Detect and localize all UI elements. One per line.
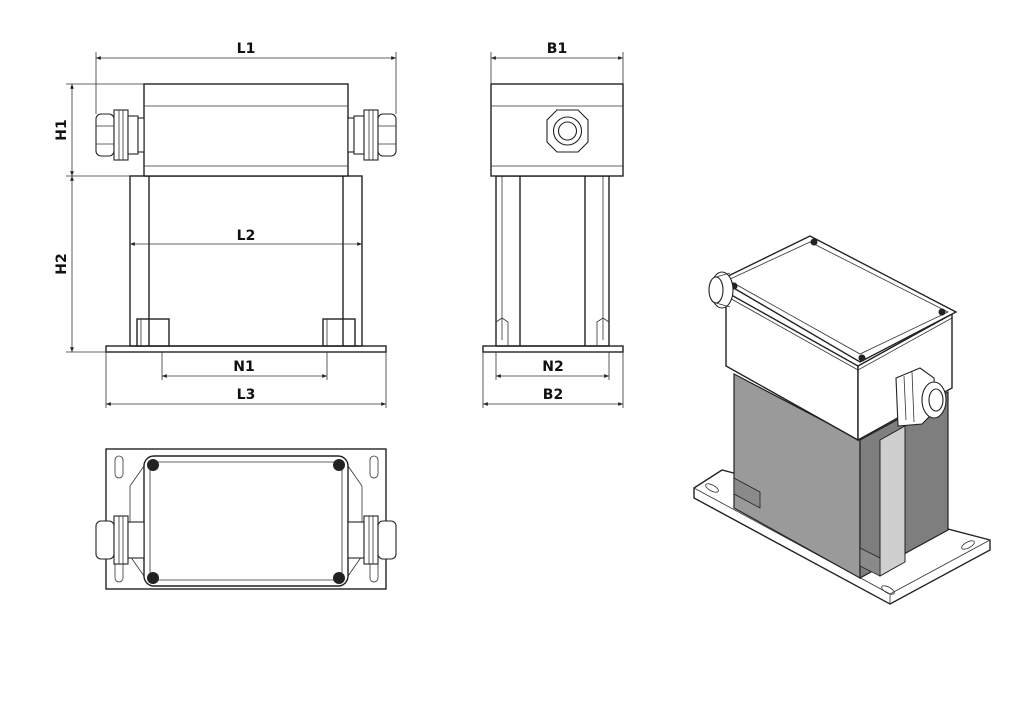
iso-cable-gland-right (895, 367, 947, 427)
dimension-label-b1: B1 (547, 41, 567, 57)
top-bolt-bottom-right (333, 572, 345, 584)
dimension-b1: B1 (490, 41, 624, 84)
dimension-l2: L2 (130, 228, 362, 246)
isometric-view (693, 235, 991, 605)
iso-bolt-2 (810, 238, 818, 246)
dimension-label-n2: N2 (542, 359, 563, 375)
top-bolt-top-left (147, 459, 159, 471)
dimension-h2: H2 (54, 176, 106, 353)
iso-transformer-core (733, 373, 949, 580)
side-view: B1 N2 B2 (482, 41, 624, 408)
top-cable-gland-left (95, 515, 145, 565)
side-cable-gland (546, 109, 589, 153)
iso-bolt-4 (858, 354, 866, 362)
dimension-l3: L3 (105, 352, 387, 408)
dimension-label-l1: L1 (237, 41, 256, 57)
front-foot-left (136, 318, 170, 347)
dimension-l1: L1 (95, 41, 397, 114)
front-foot-right (322, 318, 356, 347)
top-cable-gland-right (347, 515, 397, 565)
side-base-plate (482, 345, 624, 353)
iso-bolt-3 (938, 308, 946, 316)
front-cable-gland-left (95, 109, 145, 161)
dimension-n1: N1 (161, 352, 328, 380)
dimension-label-b2: B2 (543, 387, 563, 403)
dimension-n2: N2 (495, 352, 610, 380)
dimension-label-l3: L3 (237, 387, 256, 403)
iso-cable-gland-left (708, 271, 734, 309)
top-view (95, 448, 397, 590)
front-core-legs (129, 175, 363, 347)
top-bolt-top-right (333, 459, 345, 471)
dimension-label-l2: L2 (237, 228, 256, 244)
dimension-label-n1: N1 (233, 359, 254, 375)
front-base-plate (105, 345, 387, 353)
front-junction-box (143, 83, 349, 177)
dimension-label-h2: H2 (54, 253, 70, 274)
side-core-legs (495, 175, 610, 347)
dimension-b2: B2 (482, 352, 624, 408)
front-view: L1 L2 N1 L3 H1 (54, 41, 397, 408)
top-bolt-bottom-left (147, 572, 159, 584)
dimension-label-h1: H1 (54, 119, 70, 140)
front-cable-gland-right (347, 109, 397, 161)
top-junction-box-lid (143, 455, 349, 587)
dimension-h1: H1 (54, 83, 144, 177)
